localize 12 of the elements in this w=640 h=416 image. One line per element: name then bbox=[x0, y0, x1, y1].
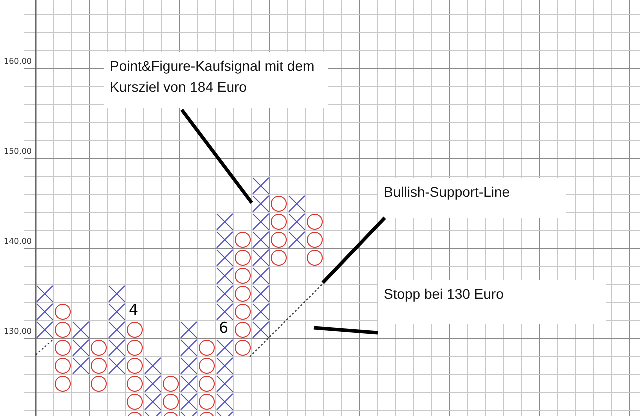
callout-text: Point&Figure-Kaufsignal mit dem Kursziel von 184 Euro bbox=[104, 52, 328, 108]
leader-line bbox=[180, 108, 254, 204]
axis-tick-label: 160,00 bbox=[4, 57, 32, 66]
callout-text: Bullish-Support-Line bbox=[378, 178, 566, 218]
axis-tick-label: 130,00 bbox=[4, 327, 32, 336]
month-number: 6 bbox=[219, 319, 229, 337]
axis-tick-label: 140,00 bbox=[4, 237, 32, 246]
callout-text: Stopp bei 130 Euro bbox=[378, 280, 606, 324]
axis-tick-label: 150,00 bbox=[4, 147, 32, 156]
month-number: 4 bbox=[129, 301, 139, 319]
leader-line bbox=[322, 216, 386, 284]
leader-line bbox=[314, 326, 378, 335]
